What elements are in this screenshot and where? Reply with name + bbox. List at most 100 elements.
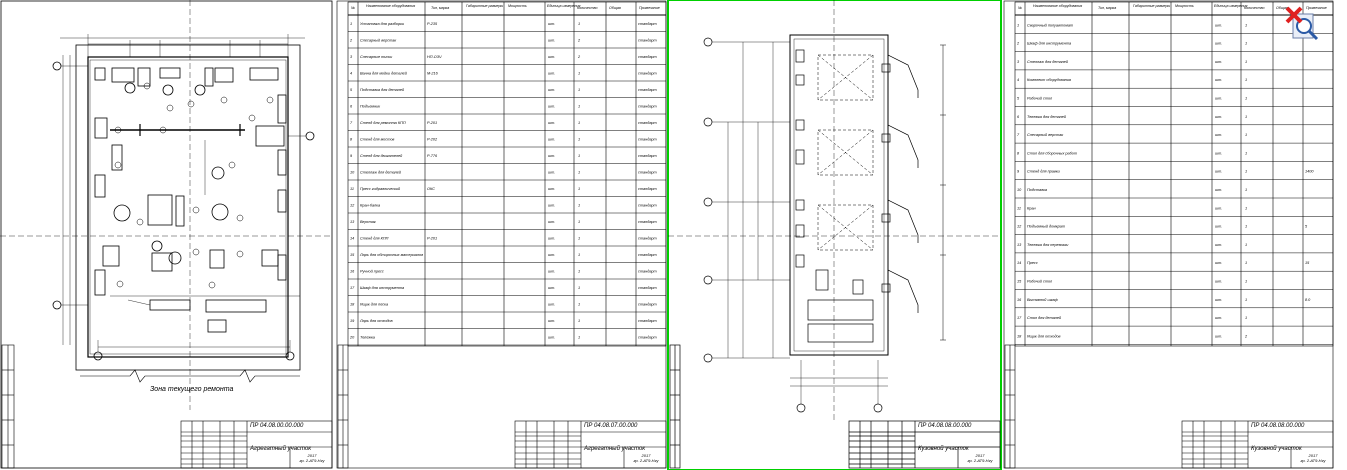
cell-n: 16	[1017, 298, 1022, 302]
cell-name: Подъемник	[360, 105, 380, 109]
cell-n: 4	[1017, 78, 1019, 82]
stamp-group-name: гр. 2-АТ9-Нгу	[967, 458, 993, 463]
cell-name: Стеллаж для деталей	[1027, 60, 1069, 64]
cell-name: Стенд для мостов	[360, 138, 394, 142]
cell-note: стандарт	[638, 22, 657, 26]
cell-name: Шкаф для инструмента	[1027, 42, 1071, 46]
cell-unit: шт.	[548, 22, 555, 26]
drawing-sheet-2[interactable]: № Наименование оборудования Тип, марка Г…	[336, 0, 667, 470]
cell-name: Ларь для отходов	[359, 319, 393, 323]
cell-unit: шт.	[548, 204, 555, 208]
cell-unit: шт.	[1215, 78, 1222, 82]
cell-n: 1	[350, 22, 352, 26]
cell-note: стандарт	[638, 55, 657, 59]
cell-type: Р-776	[427, 154, 438, 158]
cell-unit: шт.	[1215, 42, 1222, 46]
cell-n: 8	[350, 138, 353, 142]
cell-type: М-216	[427, 72, 439, 76]
cell-unit: шт.	[1215, 115, 1222, 119]
cell-qty: 1	[1245, 316, 1247, 320]
cell-qty: 1	[578, 105, 580, 109]
col-total: Общая	[1276, 6, 1288, 10]
cell-type: ОКС	[427, 187, 435, 191]
cell-unit: шт.	[1215, 23, 1222, 27]
cell-qty: 1	[578, 303, 580, 307]
cell-qty: 1	[578, 286, 580, 290]
cell-qty: 1	[1245, 170, 1247, 174]
cell-unit: шт.	[548, 220, 555, 224]
stamp-title: Кузовной участок	[918, 446, 969, 452]
stamp-year: 2017	[975, 453, 985, 458]
cell-n: 6	[1017, 115, 1020, 119]
col-size: Габаритные размеры	[466, 4, 503, 8]
cell-name: Слесарные тиски	[360, 55, 393, 59]
cell-note: 15	[1305, 261, 1310, 265]
body-shop-drawing	[668, 0, 1001, 469]
cell-unit: шт.	[1215, 334, 1222, 338]
cell-n: 1	[1017, 23, 1019, 27]
cell-n: 15	[350, 253, 355, 257]
col-size: Габаритные размеры	[1133, 4, 1170, 8]
specification-table: № Наименование оборудования Тип, марка Г…	[336, 0, 667, 469]
cell-unit: шт.	[1215, 298, 1222, 302]
zoom-close-icon	[1285, 6, 1319, 41]
cell-qty: 1	[1245, 243, 1247, 247]
cell-unit: шт.	[548, 319, 555, 323]
col-name: Наименование оборудования	[1033, 4, 1082, 8]
cell-qty: 1	[1245, 298, 1247, 302]
cell-n: 6	[350, 105, 353, 109]
cell-note: 8.0	[1305, 298, 1311, 302]
cell-note: 5	[1305, 225, 1308, 229]
cell-name: Ванна для мойки деталей	[360, 72, 408, 76]
stamp-title: Агрегатный участок	[584, 446, 646, 452]
cell-qty: 1	[1245, 133, 1247, 137]
cell-type: Р-235	[427, 22, 438, 26]
cell-qty: 1	[578, 270, 580, 274]
zoom-close-button[interactable]	[1283, 4, 1325, 44]
cell-n: 2	[349, 39, 353, 43]
cell-n: 8	[1017, 151, 1020, 155]
drawing-sheet-1[interactable]: Зона текущего ремонта ПР 04.08.00.00.000…	[0, 0, 333, 470]
cell-qty: 1	[578, 319, 580, 323]
cell-n: 5	[1017, 97, 1020, 101]
cell-qty: 1	[578, 253, 580, 257]
cell-note: стандарт	[638, 138, 657, 142]
drawing-sheet-4[interactable]: № Наименование оборудования Тип, марка Г…	[1003, 0, 1334, 470]
col-power: Мощность	[1175, 4, 1194, 8]
cell-name: Подставка	[1027, 188, 1047, 192]
cell-n: 20	[349, 336, 355, 340]
cell-unit: шт.	[548, 55, 555, 59]
cell-qty: 2	[577, 55, 581, 59]
cell-unit: шт.	[548, 154, 555, 158]
cell-n: 15	[1017, 280, 1022, 284]
drawing-sheet-3[interactable]: ПР 04.08.08.00.000 Кузовной участок 2017…	[667, 0, 1002, 470]
cell-name: Тележка для перевозки	[1027, 243, 1069, 247]
cell-qty: 1	[1245, 60, 1247, 64]
cell-n: 3	[350, 55, 353, 59]
cell-qty: 2	[1244, 334, 1248, 338]
cell-unit: шт.	[1215, 133, 1222, 137]
plan-caption: Зона текущего ремонта	[150, 386, 234, 393]
cell-unit: шт.	[548, 286, 555, 290]
stamp-year: 2017	[1308, 453, 1318, 458]
cell-name: Сварочный полуавтомат	[1027, 23, 1073, 27]
col-unit: Единица измерения	[547, 4, 581, 8]
cell-name: Стол для деталей	[1027, 316, 1062, 320]
cell-qty: 1	[578, 187, 580, 191]
stamp-group: 2017 гр. 2-АТ9-Нгу	[292, 453, 332, 463]
col-qty: Количество	[577, 6, 597, 10]
cell-n: 7	[1017, 133, 1020, 137]
